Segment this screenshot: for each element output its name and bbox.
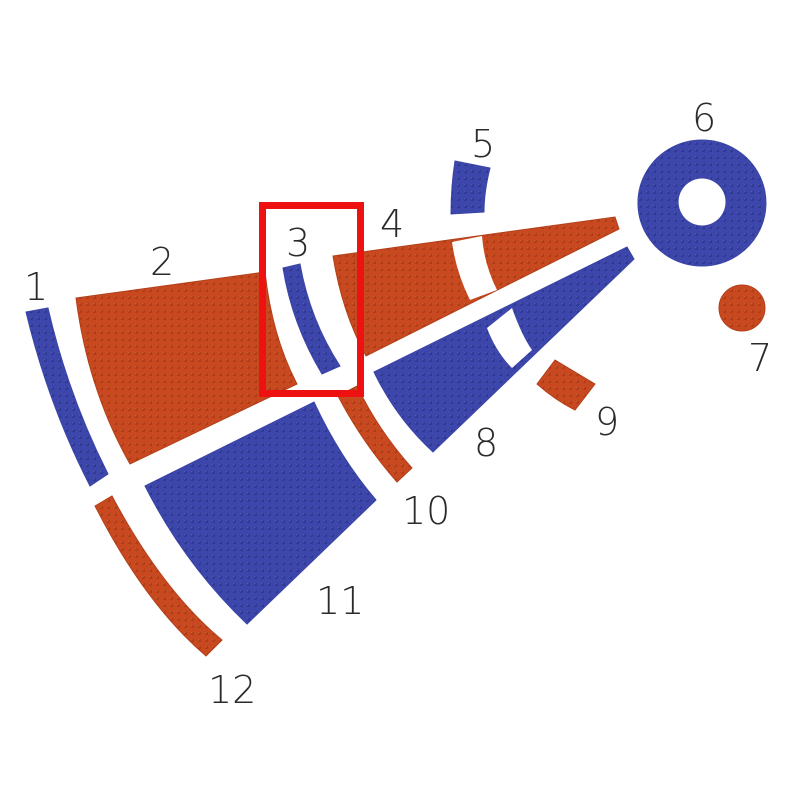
label-8: 8	[474, 421, 498, 465]
highlight-box	[259, 202, 364, 397]
segment-5	[450, 160, 491, 215]
segment-1	[25, 307, 109, 487]
label-10: 10	[402, 489, 450, 533]
label-1: 1	[24, 265, 48, 309]
label-2: 2	[150, 240, 174, 284]
label-12: 12	[208, 668, 256, 712]
segment-11	[144, 401, 377, 625]
label-9: 9	[595, 400, 619, 444]
label-5: 5	[471, 122, 495, 166]
segment-4-notch	[452, 236, 497, 300]
label-7: 7	[748, 336, 772, 380]
label-4: 4	[380, 202, 404, 246]
segment-6	[637, 139, 767, 267]
segment-9	[536, 359, 596, 411]
segment-3	[282, 263, 341, 375]
segment-2	[75, 271, 298, 465]
segment-7	[718, 284, 766, 332]
segment-12	[94, 495, 223, 657]
segment-8-notch	[487, 308, 532, 368]
label-3: 3	[286, 221, 310, 265]
segment-10	[337, 385, 413, 483]
label-6: 6	[692, 96, 716, 140]
label-11: 11	[316, 579, 364, 623]
